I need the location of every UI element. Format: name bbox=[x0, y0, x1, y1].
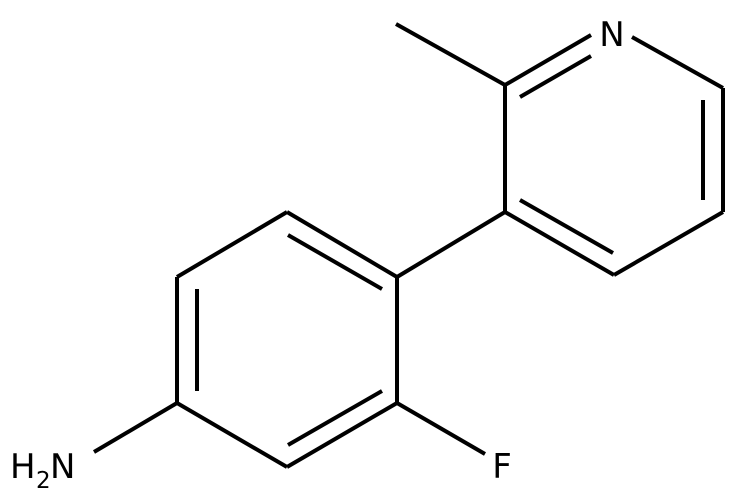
bond-c-f bbox=[395, 401, 487, 456]
bond-c-nh2 bbox=[92, 401, 179, 454]
bond-biaryl bbox=[395, 210, 507, 279]
bond-c1-c2-inner bbox=[287, 233, 383, 291]
nitrogen-label: N bbox=[599, 15, 624, 55]
amine-subscript-label: 2 bbox=[36, 468, 51, 494]
bond-c4-c5 bbox=[175, 401, 289, 469]
amine-n-label: N bbox=[50, 447, 75, 487]
bond-c6-c1 bbox=[175, 210, 289, 279]
fluorine-label: F bbox=[492, 447, 512, 487]
bond-p6-p1-inner bbox=[519, 198, 614, 255]
bond-c3-c4-inner bbox=[287, 389, 383, 447]
bond-p6-p1 bbox=[503, 210, 616, 277]
bond-p2-n-inner bbox=[518, 54, 593, 99]
bond-c3-c4 bbox=[285, 401, 399, 469]
bond-methyl bbox=[395, 22, 506, 87]
bond-c1-c2 bbox=[285, 210, 399, 279]
bond-p2-n bbox=[503, 33, 593, 87]
benzene-ring bbox=[175, 210, 399, 469]
amine-label: H 2 N bbox=[10, 447, 75, 494]
bond-p5-p6 bbox=[612, 210, 725, 277]
pyridine-ring bbox=[503, 33, 725, 277]
bond-n-p4 bbox=[631, 35, 724, 90]
amine-h-label: H bbox=[10, 447, 36, 487]
